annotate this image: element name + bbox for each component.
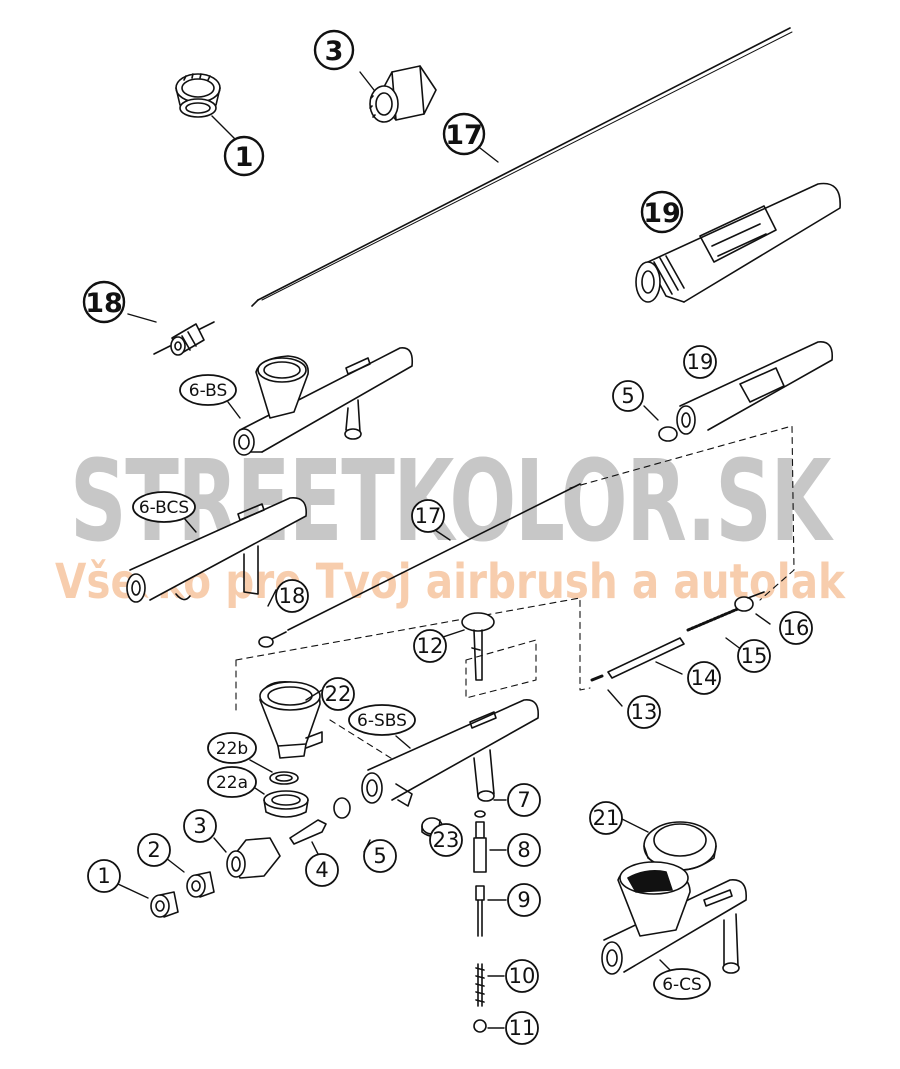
callout-17-top: 17	[442, 112, 486, 156]
callout-5-bottom: 5	[363, 839, 397, 873]
part-2	[186, 871, 215, 898]
spring-assembly-parts	[590, 591, 765, 682]
callout-1-top: 1	[223, 135, 265, 177]
callout-3-bottom: 3	[183, 809, 217, 843]
callout-2: 2	[137, 833, 171, 867]
callout-16: 16	[779, 611, 813, 645]
airbrush-body-6-bcs	[126, 497, 307, 603]
callout-3-top: 3	[313, 29, 355, 71]
valve-parts-stack	[473, 810, 487, 1033]
svg-text:7: 7	[517, 788, 530, 812]
svg-text:6-CS: 6-CS	[662, 975, 702, 995]
callout-8: 8	[507, 833, 541, 867]
svg-text:1: 1	[235, 142, 254, 173]
svg-text:22b: 22b	[216, 739, 248, 759]
needle-part-long	[251, 27, 793, 307]
callout-10: 10	[505, 959, 539, 993]
callout-13: 13	[627, 695, 661, 729]
needle-chucking-nut-part	[153, 321, 215, 356]
callout-12: 12	[413, 629, 447, 663]
svg-text:4: 4	[315, 858, 328, 882]
svg-text:11: 11	[509, 1016, 536, 1040]
handle-part-large	[635, 182, 841, 303]
callout-1-bottom: 1	[87, 859, 121, 893]
airbrush-body-6-cs	[601, 861, 747, 975]
leader-lines	[117, 71, 771, 1029]
color-cup-part	[259, 681, 323, 759]
callout-18-top: 18	[82, 280, 126, 324]
callout-17-mid: 17	[411, 499, 445, 533]
svg-text:15: 15	[741, 644, 768, 668]
svg-text:6-SBS: 6-SBS	[357, 711, 407, 731]
svg-text:2: 2	[147, 838, 160, 862]
airbrush-body-6-sbs	[361, 699, 540, 807]
svg-text:18: 18	[279, 584, 306, 608]
callout-6-sbs: 6-SBS	[348, 704, 416, 736]
callout-9: 9	[507, 883, 541, 917]
svg-text:5: 5	[621, 384, 634, 408]
svg-text:12: 12	[417, 634, 444, 658]
svg-text:14: 14	[691, 666, 718, 690]
nozzle-part-4	[289, 819, 327, 845]
callout-23: 23	[429, 823, 463, 857]
callout-19-mid: 19	[683, 345, 717, 379]
washer-part-22b	[269, 771, 299, 785]
callout-6-bcs: 6-BCS	[132, 491, 196, 523]
callouts: 1 3 17 19 18 6-BS 6-BCS 6-SBS	[82, 29, 813, 1045]
svg-text:13: 13	[631, 700, 658, 724]
svg-text:22a: 22a	[216, 773, 248, 793]
callout-22: 22	[321, 677, 355, 711]
svg-text:1: 1	[97, 864, 110, 888]
svg-text:17: 17	[445, 120, 483, 151]
callout-22b: 22b	[207, 732, 257, 764]
svg-text:8: 8	[517, 838, 530, 862]
oring-part-mid	[658, 426, 678, 442]
head-cap-part-bottom	[150, 891, 179, 918]
callout-19-top: 19	[640, 190, 684, 234]
callout-4: 4	[305, 853, 339, 887]
svg-text:19: 19	[687, 350, 714, 374]
airbrush-body-6-bs	[233, 347, 414, 456]
callout-5-mid: 5	[612, 380, 644, 412]
callout-22a: 22a	[207, 766, 257, 798]
svg-text:9: 9	[517, 888, 530, 912]
svg-text:17: 17	[415, 504, 442, 528]
svg-text:5: 5	[373, 844, 386, 868]
svg-text:3: 3	[193, 814, 206, 838]
svg-text:10: 10	[509, 964, 536, 988]
handle-part-small	[676, 341, 834, 435]
needle-part-mid	[258, 483, 581, 648]
svg-text:16: 16	[783, 616, 810, 640]
svg-text:21: 21	[593, 806, 620, 830]
callout-11: 11	[505, 1011, 539, 1045]
svg-text:23: 23	[433, 828, 460, 852]
callout-15: 15	[737, 639, 771, 673]
head-cap-part	[175, 73, 221, 118]
callout-6-bs: 6-BS	[179, 374, 237, 406]
svg-text:18: 18	[85, 288, 123, 319]
svg-text:6-BS: 6-BS	[189, 381, 228, 401]
svg-text:3: 3	[325, 36, 344, 67]
callout-14: 14	[687, 661, 721, 695]
svg-text:19: 19	[643, 198, 681, 229]
svg-text:6-BCS: 6-BCS	[139, 498, 189, 518]
nozzle-cap-part-bottom	[226, 837, 281, 879]
nut-part-22a	[263, 790, 309, 818]
callout-21: 21	[589, 801, 623, 835]
callout-6-cs: 6-CS	[653, 968, 711, 1000]
nozzle-cap-part	[369, 65, 437, 123]
callout-7: 7	[507, 783, 541, 817]
callout-18-mid: 18	[275, 579, 309, 613]
trigger-part	[461, 612, 495, 681]
svg-text:22: 22	[325, 682, 352, 706]
oring-part-bottom	[333, 797, 351, 819]
